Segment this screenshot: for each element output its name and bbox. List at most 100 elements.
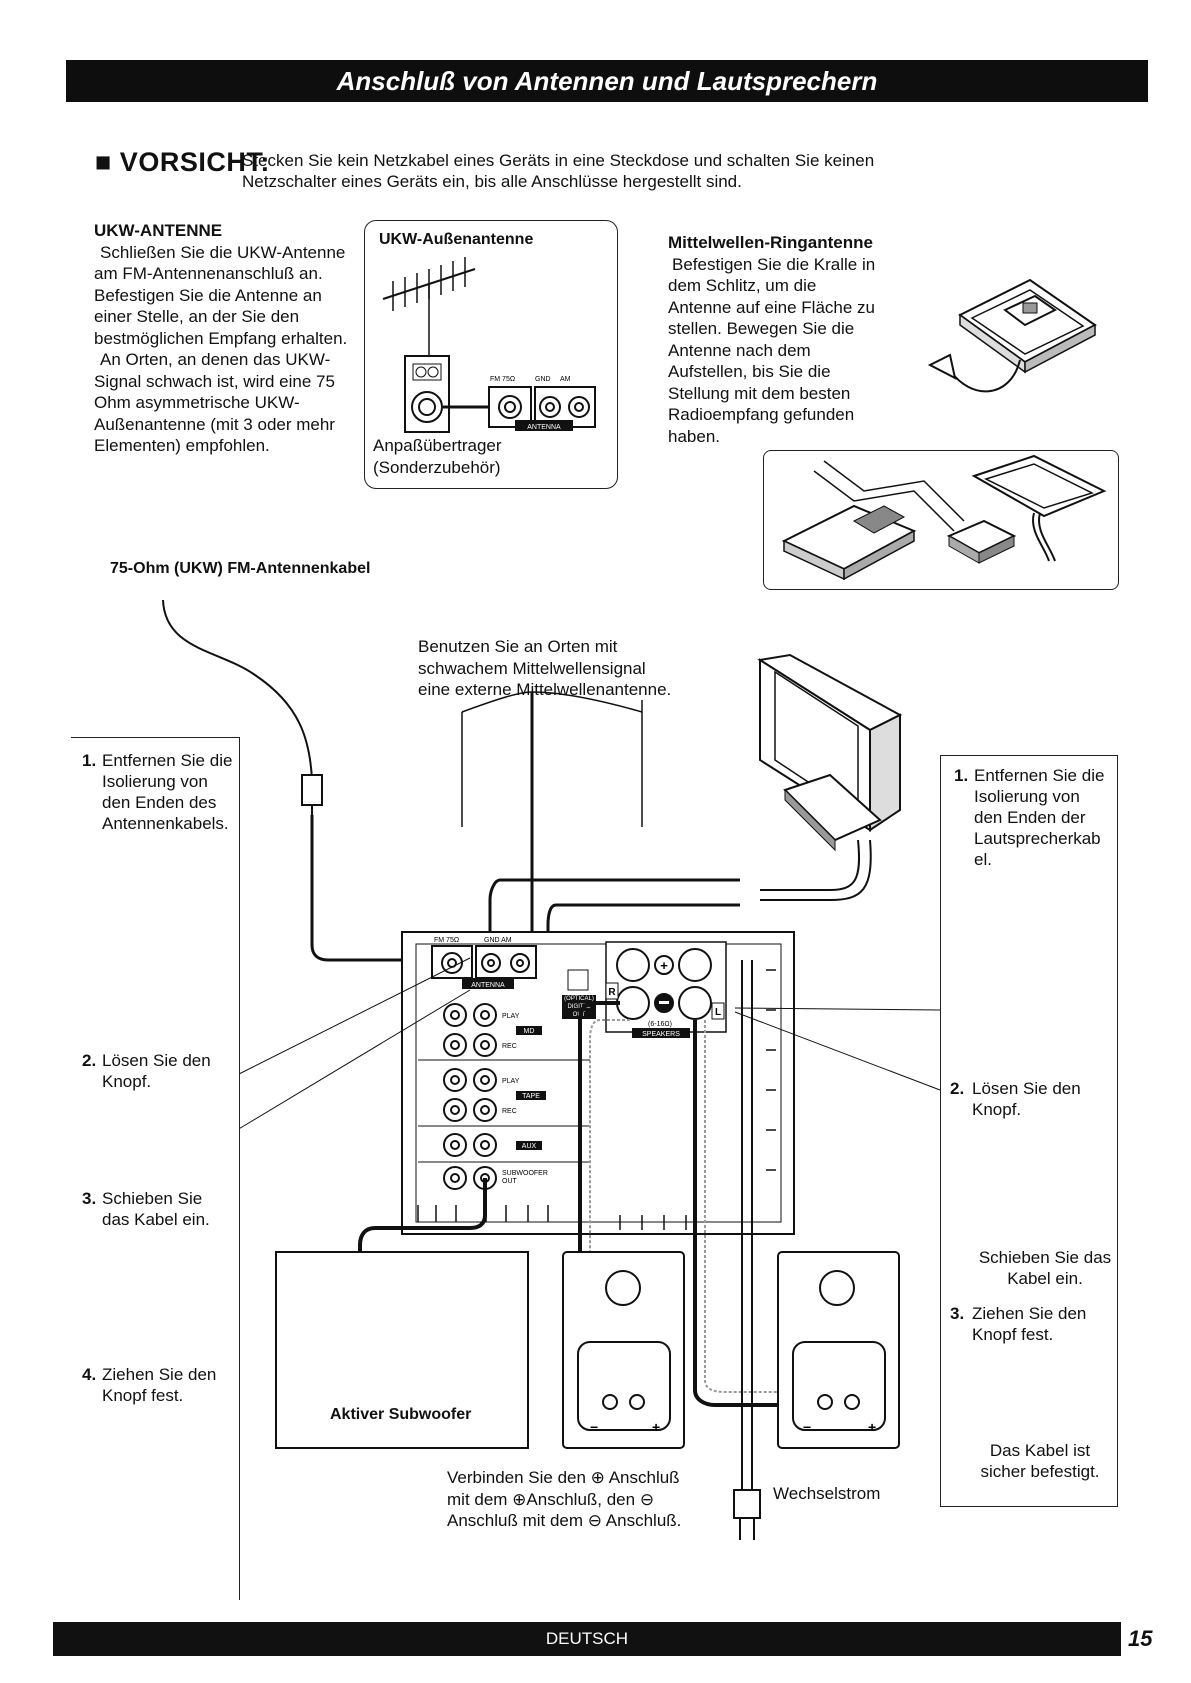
footer-bar [53,1622,1121,1656]
right-step-panel [940,755,1118,1507]
step-line: Knopf fest. [102,1386,184,1405]
caution-heading: ■ VORSICHT: [95,147,270,177]
unit-antenna-label: ANTENNA [471,982,505,989]
subwoofer-label: SUBWOOFER [502,1170,548,1177]
fm-antenna-line: Schließen Sie die UKW-Antenne [100,242,346,262]
outdoor-caption-line-2: (Sonderzubehör) [373,457,501,477]
step-line: Isolierung von [974,787,1080,806]
left-step-panel [71,737,240,1600]
left-step-2: 2. Lösen Sie den Knopf. [82,1050,238,1092]
md-label: MD [524,1028,535,1035]
loop-antenna-line: Befestigen Sie die Kralle in [672,254,876,274]
fm-antenna-line: An Orten, an denen das UKW- [100,350,331,369]
svg-text:−: − [803,1419,811,1435]
md-play-label: PLAY [502,1013,520,1020]
loop-antenna-line: haben. [668,426,720,446]
fm-antenna-line: bestmöglichen Empfang erhalten. [94,328,348,348]
caution-line-1: Stecken Sie kein Netzkabel eines Geräts … [242,151,875,170]
outdoor-antenna-box: UKW-Außenantenne FM 75Ω GND AM ANTENNA [364,220,618,489]
speakers-ohm-label: (6-16Ω) [648,1021,672,1028]
step-line: Knopf fest. [972,1325,1054,1344]
connect-note-line: Verbinden Sie den ⊕ Anschluß [447,1468,680,1487]
right-step-1: 1. Entfernen Sie die Isolierung von den … [954,765,1112,870]
right-step-2: 2. Lösen Sie den Knopf. [950,1078,1112,1120]
step-number: 1. [954,766,969,785]
step-line: Kabel ein. [1007,1269,1083,1288]
svg-text:+: + [660,958,668,973]
step-line: das Kabel ein. [102,1210,210,1229]
step-line: Lösen Sie den [972,1079,1081,1098]
external-am-line: schwachem Mittelwellensignal [418,658,646,678]
outdoor-fm-label: FM 75Ω [490,376,515,383]
unit-gnd-am-label: GND AM [484,937,512,944]
unit-fm-label: FM 75Ω [434,937,459,944]
fm-antenna-line: Außenantenne (mit 3 oder mehr [94,414,335,434]
digital-label: DIGITAL [568,1004,592,1010]
speakers-label: SPEAKERS [642,1031,680,1038]
step-line: Ziehen Sie den [972,1304,1087,1323]
outdoor-caption: Anpaßübertrager (Sonderzubehör) [373,435,502,478]
external-am-line: eine externe Mittelwellenantenne. [418,680,672,699]
fm-cable-label: 75-Ohm (UKW) FM-Antennenkabel [110,560,371,577]
step-number: 2. [82,1051,97,1070]
step-line: sicher befestigt. [980,1462,1100,1481]
tape-rec-label: REC [502,1108,517,1115]
step-line: Antennenkabels. [102,814,229,833]
loop-antenna-line: dem Schlitz, um die [668,276,817,295]
fm-antenna-line: Signal schwach ist, wird eine 75 [94,371,335,391]
outdoor-antenna-illustration: FM 75Ω GND AM ANTENNA [382,257,596,433]
page-title: Anschluß von Antennen und Lautsprechern [336,66,878,96]
stand-detail-box [763,450,1119,590]
tape-label: TAPE [522,1093,540,1100]
md-rec-label: REC [502,1043,517,1050]
loop-antenna-line: Antenne nach dem [668,340,811,360]
step-number: 1. [82,751,97,770]
fm-antenna-line: Befestigen Sie die Antenne an [94,285,322,305]
aux-label: AUX [522,1143,537,1150]
outdoor-antenna-label: ANTENNA [527,424,561,431]
external-am-note: Benutzen Sie an Orten mit schwachem Mitt… [418,636,682,701]
left-step-3: 3. Schieben Sie das Kabel ein. [82,1188,238,1230]
step-line: Schieben Sie [102,1189,203,1208]
step-line: Knopf. [972,1100,1022,1119]
loop-antenna-heading: Mittelwellen-Ringantenne [668,233,873,252]
step-line: Entfernen Sie die [102,751,233,770]
loop-antenna-line: Stellung mit dem besten [668,383,851,403]
caution-text: Stecken Sie kein Netzkabel eines Geräts … [242,150,1002,192]
page-number: 15 [1128,1626,1153,1651]
optical-label: (OPTICAL) [564,996,594,1002]
step-line: Ziehen Sie den [102,1365,217,1384]
step-line: Knopf. [102,1072,152,1091]
loop-antenna-line: Radioempfang gefunden [668,405,855,424]
fm-antenna-line: Elementen) empfohlen. [94,436,270,455]
loop-antenna-line: Antenne auf eine Fläche zu [668,297,875,317]
right-step-secured: Das Kabel ist sicher befestigt. [965,1440,1115,1482]
speaker-l-label: L [715,1007,721,1018]
step-line: Das Kabel ist [989,1441,1091,1460]
step-line: Entfernen Sie die [974,766,1105,785]
step-number: 2. [950,1079,965,1098]
step-line: Lösen Sie den [102,1051,211,1070]
svg-text:−: − [590,1419,598,1435]
right-step-3: 3. Ziehen Sie den Knopf fest. [950,1303,1112,1345]
step-number: 3. [950,1304,965,1323]
subwoofer-box-label: Aktiver Subwoofer [330,1406,472,1423]
step-line: Isolierung von [102,772,208,791]
step-line: Schieben Sie das [978,1248,1112,1267]
step-number: 4. [82,1365,97,1384]
svg-text:+: + [868,1419,876,1435]
step-line: el. [974,850,992,869]
svg-text:+: + [652,1419,660,1435]
fm-antenna-line: einer Stelle, an der Sie den [94,307,300,326]
left-step-4: 4. Ziehen Sie den Knopf fest. [82,1364,238,1406]
loop-antenna-illustration [927,278,1097,393]
right-step-insert: Schieben Sie das Kabel ein. [975,1247,1115,1289]
caution-line-2: Netzschalter eines Geräts ein, bis alle … [242,172,742,191]
fm-antenna-section: UKW-ANTENNE Schließen Sie die UKW-Antenn… [94,220,349,457]
external-am-line: Benutzen Sie an Orten mit [418,637,618,656]
connect-note-line: mit dem ⊕Anschluß, den ⊖ [447,1489,655,1509]
outdoor-gnd-label: GND [535,376,551,383]
outdoor-am-label: AM [560,376,571,383]
step-number: 3. [82,1189,97,1208]
